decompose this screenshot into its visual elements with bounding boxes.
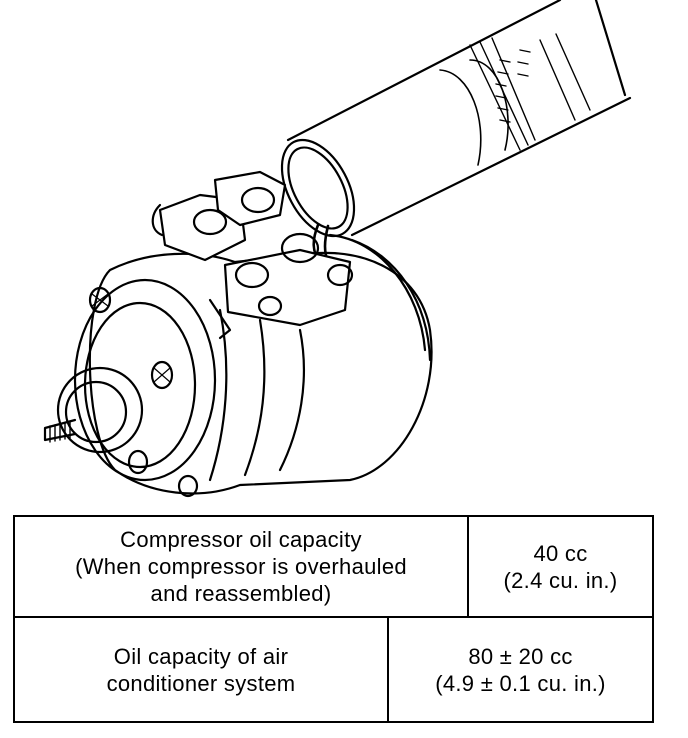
compressor-body	[43, 170, 433, 498]
oil-capacity-table: Compressor oil capacity (When compressor…	[13, 515, 654, 723]
table-row: Compressor oil capacity (When compressor…	[15, 517, 652, 618]
value-line: 80 ± 20 cc	[468, 643, 573, 669]
label-line: Oil capacity of air	[113, 643, 289, 669]
value-line: (4.9 ± 0.1 cu. in.)	[435, 670, 606, 696]
system-oil-capacity-label: Oil capacity of air conditioner system	[15, 618, 389, 721]
label-line: and reassembled)	[150, 581, 332, 606]
compressor-oil-capacity-label: Compressor oil capacity (When compressor…	[15, 517, 469, 616]
table-row: Oil capacity of air conditioner system 8…	[15, 618, 652, 721]
compressor-oil-filling-illustration	[43, 0, 632, 498]
label-line: (When compressor is overhauled	[75, 554, 407, 579]
oil-container	[280, 0, 632, 264]
label-line: Compressor oil capacity	[120, 527, 362, 552]
compressor-oil-capacity-value: 40 cc (2.4 cu. in.)	[469, 517, 652, 616]
value-line: (2.4 cu. in.)	[503, 567, 618, 593]
label-line: conditioner system	[106, 670, 296, 696]
value-line: 40 cc	[533, 540, 588, 566]
system-oil-capacity-value: 80 ± 20 cc (4.9 ± 0.1 cu. in.)	[389, 618, 652, 721]
